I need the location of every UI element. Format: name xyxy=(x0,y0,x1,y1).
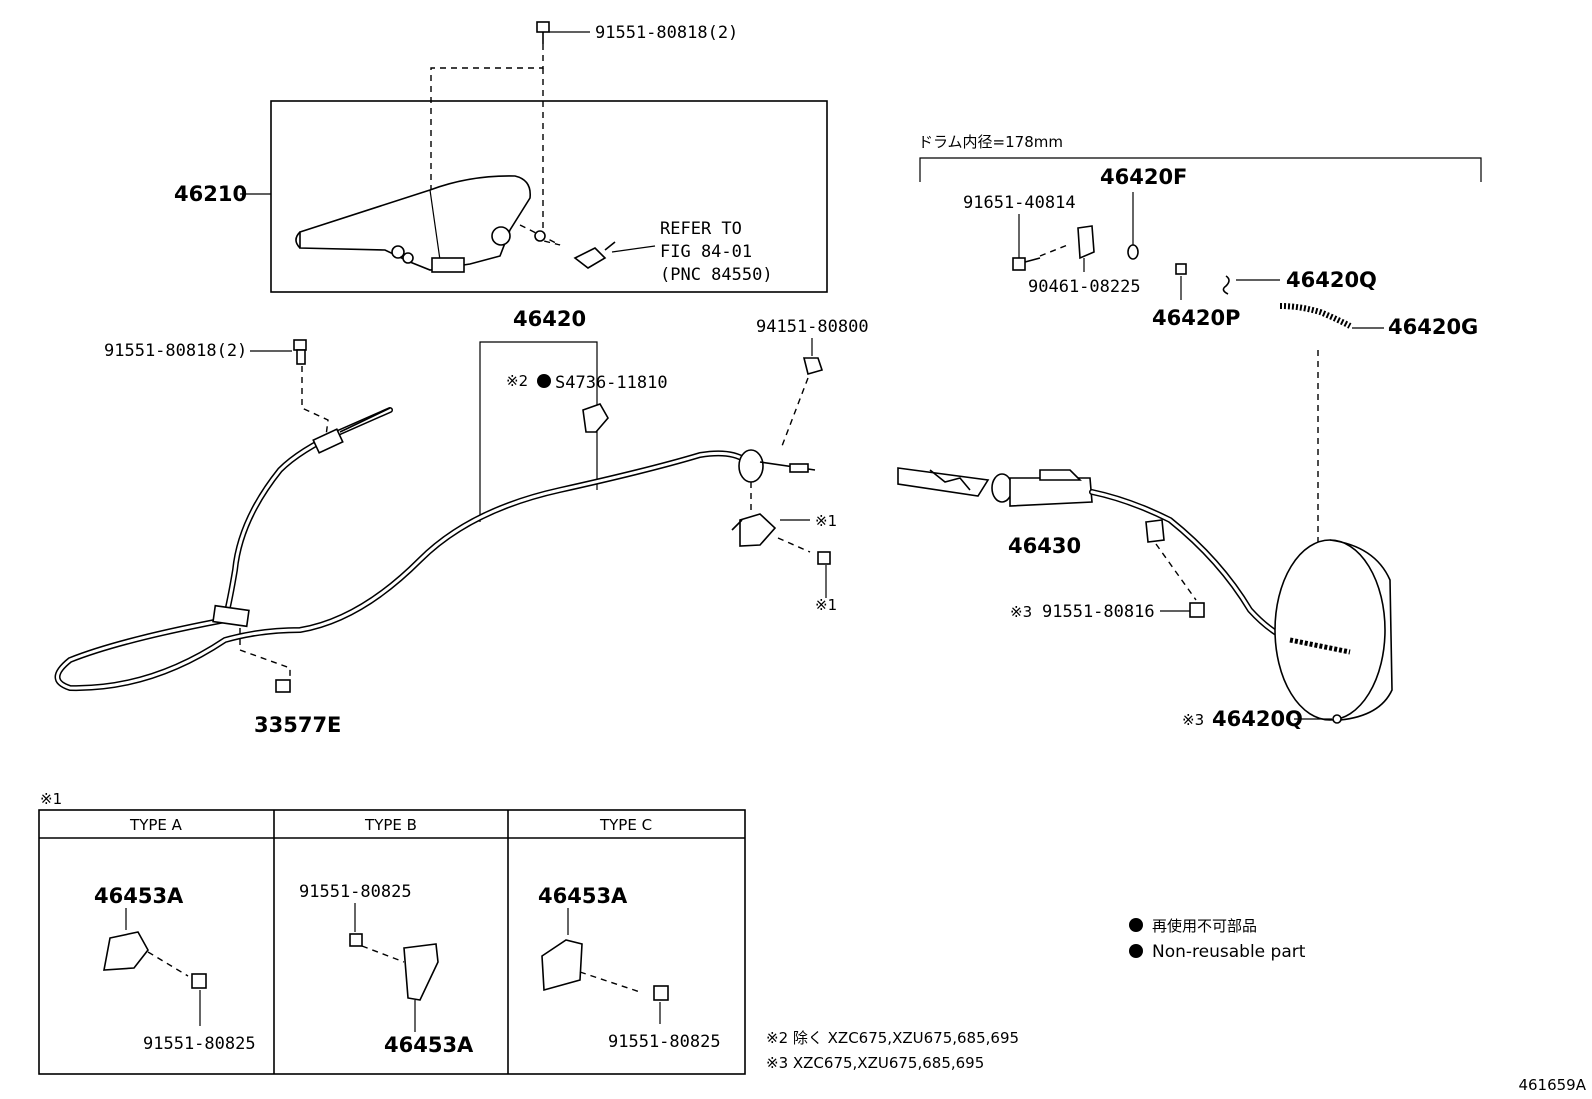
bolt-80816-prefix: ※3 xyxy=(1010,603,1032,621)
lever-box xyxy=(270,100,828,293)
footnote-3: ※3 XZC675,XZU675,685,695 xyxy=(766,1054,984,1072)
label-46420Q-top: 46420Q xyxy=(1286,268,1377,292)
legend-dot-jp xyxy=(1129,918,1143,932)
type-c-bolt-label: 91551-80825 xyxy=(608,1032,721,1052)
label-46420G: 46420G xyxy=(1388,315,1478,339)
column-type-c: TYPE C xyxy=(599,816,652,834)
label-46430: 46430 xyxy=(1008,534,1081,558)
refer-line-2: FIG 84-01 xyxy=(660,242,752,262)
clamp-bracket-icon xyxy=(731,513,777,547)
mark1-b: ※1 xyxy=(815,596,837,614)
type-b-bracket-label: 46453A xyxy=(384,1033,474,1057)
clip-46420Q-bot-icon xyxy=(1332,714,1342,724)
type-b-bolt-label: 91551-80825 xyxy=(299,882,412,902)
label-46420Q-bot: 46420Q xyxy=(1212,707,1303,731)
type-c-bracket-label: 46453A xyxy=(538,884,628,908)
footnote-2: ※2 除く XZC675,XZU675,685,695 xyxy=(766,1029,1019,1047)
types-table-note: ※1 xyxy=(40,790,62,808)
type-a-bracket-label: 46453A xyxy=(94,884,184,908)
legend-en: Non-reusable part xyxy=(1152,942,1306,962)
refer-line-3: (PNC 84550) xyxy=(660,265,773,285)
brake-drum-icon xyxy=(1274,539,1393,721)
type-a-bracket-icon xyxy=(103,931,149,971)
non-reusable-dot xyxy=(537,374,551,388)
type-b-bolt-icon xyxy=(349,933,363,947)
label-46420P: 46420P xyxy=(1152,306,1240,330)
type-c-bracket-icon xyxy=(541,939,583,992)
label-grommet: 33577E xyxy=(254,713,341,737)
clip-90461-icon xyxy=(1077,225,1095,260)
rear-cable-equalizer xyxy=(897,467,1293,643)
bolt-80816-icon xyxy=(1189,602,1205,618)
top-bolt xyxy=(536,21,590,44)
label-91651: 91651-40814 xyxy=(963,193,1076,213)
legend-dot-en xyxy=(1129,944,1143,958)
part-46420P-icon xyxy=(1175,263,1187,275)
figure-id: 461659A xyxy=(1518,1076,1586,1094)
type-a-bolt-icon xyxy=(191,973,207,989)
label-bolt-left: 91551-80818(2) xyxy=(104,341,247,361)
46420Q-bot-prefix: ※3 xyxy=(1182,711,1204,729)
label-bolt-80816: 91551-80816 xyxy=(1042,602,1155,622)
legend-jp: 再使用不可部品 xyxy=(1152,917,1257,935)
label-46420F: 46420F xyxy=(1100,165,1187,189)
clip-icon xyxy=(582,403,609,433)
type-a-bolt-label: 91551-80825 xyxy=(143,1034,256,1054)
mark1-a: ※1 xyxy=(815,512,837,530)
label-nut: 94151-80800 xyxy=(756,317,869,337)
nut-icon xyxy=(802,357,824,375)
grommet-icon xyxy=(275,679,291,693)
washer-icon xyxy=(1127,244,1139,260)
column-type-a: TYPE A xyxy=(129,816,183,834)
label-cable-assy: 46420 xyxy=(513,307,586,331)
clip-prefix: ※2 xyxy=(506,372,528,390)
bolt-91651-icon xyxy=(1012,257,1041,271)
type-b-bracket-icon xyxy=(403,943,439,1001)
cable-end-front xyxy=(738,449,816,483)
switch-icon xyxy=(573,241,656,269)
bolt-clamp-icon xyxy=(817,551,831,565)
type-c-bolt-icon xyxy=(653,985,669,1001)
spring-clip-icon xyxy=(1222,275,1230,295)
drum-header: ドラム内径=178mm xyxy=(918,133,1063,151)
main-cable xyxy=(54,407,748,692)
label-90461: 90461-08225 xyxy=(1028,277,1141,297)
label-lever: 46210 xyxy=(174,182,247,206)
parking-lever-icon xyxy=(295,175,561,273)
label-bolt-top: 91551-80818(2) xyxy=(595,23,738,43)
column-type-b: TYPE B xyxy=(364,816,417,834)
bolt-left-icon xyxy=(293,339,307,365)
types-table xyxy=(38,809,746,1075)
refer-line-1: REFER TO xyxy=(660,219,742,239)
label-clip: S4736-11810 xyxy=(555,373,668,393)
spring-icon xyxy=(1279,303,1352,329)
